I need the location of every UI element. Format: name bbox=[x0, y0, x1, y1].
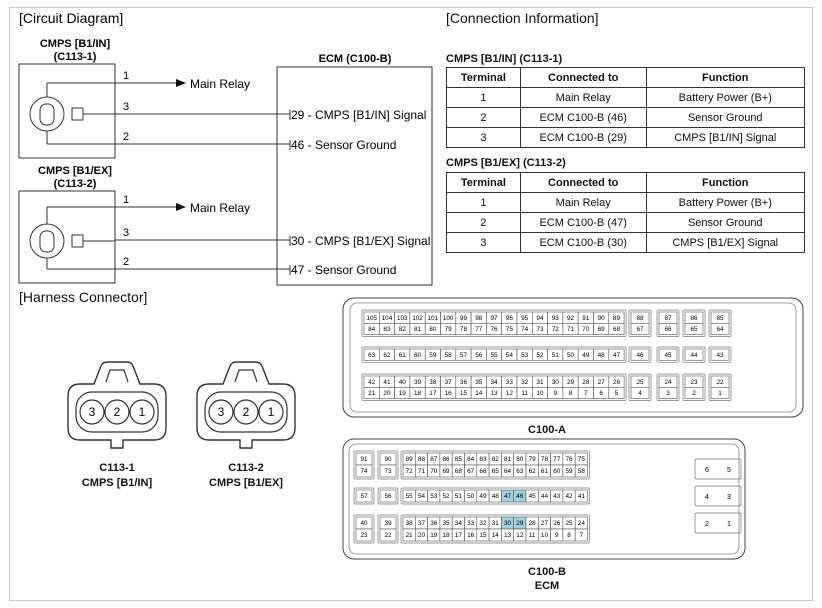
harness-pin bbox=[79, 399, 105, 425]
cell-connected-to: ECM C100-B (46) bbox=[519, 107, 647, 128]
harness-pin-label: 2 bbox=[243, 405, 250, 419]
connector1-name: CMPS [B1/IN] bbox=[81, 477, 153, 489]
s2-pin-2: 2 bbox=[123, 256, 129, 268]
c100b-caption: C100-B ECM bbox=[512, 565, 582, 593]
s2-main-relay-label: Main Relay bbox=[190, 201, 250, 215]
cell-terminal: 1 bbox=[446, 192, 521, 213]
table-row: 2 ECM C100-B (47) Sensor Ground bbox=[446, 212, 806, 233]
cell-function: Battery Power (B+) bbox=[645, 192, 806, 213]
s2-pin-3: 3 bbox=[123, 227, 129, 239]
harness-pin bbox=[129, 399, 155, 425]
cell-connected-to: Main Relay bbox=[519, 87, 647, 108]
connector2-code: C113-2 bbox=[228, 462, 264, 474]
sensor1-symbol bbox=[29, 82, 115, 145]
table1-title: CMPS [B1/IN] (C113-1) bbox=[446, 53, 563, 65]
harness-pin bbox=[104, 399, 130, 425]
s1-signal-label: 29 - CMPS [B1/IN] Signal bbox=[291, 108, 426, 122]
harness-connector-1: 3 2 1 bbox=[67, 361, 167, 449]
harness-pin-label: 3 bbox=[218, 405, 225, 419]
sensor2-name: CMPS [B1/EX] bbox=[38, 165, 112, 177]
col-connected-to: Connected to bbox=[519, 67, 647, 88]
cell-terminal: 3 bbox=[446, 127, 521, 148]
harness-pin bbox=[258, 399, 284, 425]
connector1-caption: C113-1 CMPS [B1/IN] bbox=[62, 461, 172, 491]
s2-ground-label: 47 - Sensor Ground bbox=[291, 263, 396, 277]
sensor1-wires bbox=[115, 79, 291, 150]
cell-terminal: 1 bbox=[446, 87, 521, 108]
col-terminal: Terminal bbox=[446, 172, 521, 193]
table-row: 3 ECM C100-B (30) CMPS [B1/EX] Signal bbox=[446, 232, 806, 253]
harness-connector-2: 3 2 1 bbox=[196, 361, 296, 449]
table-row: 1 Main Relay Battery Power (B+) bbox=[446, 192, 806, 213]
s1-pin-3: 3 bbox=[123, 101, 129, 113]
connection-table-b1-ex: Terminal Connected to Function 1 Main Re… bbox=[446, 172, 806, 253]
table-row: 3 ECM C100-B (29) CMPS [B1/IN] Signal bbox=[446, 127, 806, 148]
c100b-sublabel: ECM bbox=[534, 580, 560, 592]
cell-function: Battery Power (B+) bbox=[645, 87, 806, 108]
cell-function: CMPS [B1/EX] Signal bbox=[645, 232, 806, 253]
harness-pin-label: 1 bbox=[139, 405, 146, 419]
circuit-diagram: [Circuit Diagram] CMPS [B1/IN] (C113-1) … bbox=[18, 10, 433, 286]
sensor1-box bbox=[18, 63, 116, 159]
col-function: Function bbox=[645, 67, 806, 88]
c100b-label: C100-B bbox=[528, 566, 566, 578]
ecm-box bbox=[276, 66, 433, 286]
connector2-name: CMPS [B1/EX] bbox=[209, 477, 283, 489]
cell-connected-to: Main Relay bbox=[519, 192, 647, 213]
sensor2-code: (C113-2) bbox=[54, 178, 97, 190]
harness-connectors: 3 2 1 3 2 1 bbox=[67, 361, 296, 449]
sensor2-wires bbox=[115, 203, 291, 275]
cell-function: Sensor Ground bbox=[645, 212, 806, 233]
s2-signal-label: 30 - CMPS [B1/EX] Signal bbox=[291, 234, 430, 248]
cell-connected-to: ECM C100-B (29) bbox=[519, 127, 647, 148]
cell-connected-to: ECM C100-B (30) bbox=[519, 232, 647, 253]
connector2-caption: C113-2 CMPS [B1/EX] bbox=[191, 461, 301, 491]
sensor2-box bbox=[18, 190, 116, 284]
sensor2-symbol bbox=[29, 206, 115, 270]
table2-title: CMPS [B1/EX] (C113-2) bbox=[446, 157, 566, 169]
c100a-label: C100-A bbox=[528, 424, 566, 436]
cell-terminal: 2 bbox=[446, 107, 521, 128]
page-frame bbox=[9, 7, 813, 601]
sensor1-code: (C113-1) bbox=[54, 51, 97, 63]
s1-main-relay-label: Main Relay bbox=[190, 77, 250, 91]
circuit-title: [Circuit Diagram] bbox=[19, 10, 123, 26]
s1-ground-label: 46 - Sensor Ground bbox=[291, 138, 396, 152]
ecm-title: ECM (C100-B) bbox=[319, 53, 392, 65]
cell-function: CMPS [B1/IN] Signal bbox=[645, 127, 806, 148]
sensor1-name: CMPS [B1/IN] bbox=[40, 38, 111, 50]
harness-pin bbox=[233, 399, 259, 425]
cell-terminal: 3 bbox=[446, 232, 521, 253]
connector1-code: C113-1 bbox=[99, 462, 135, 474]
harness-pin-label: 2 bbox=[114, 405, 121, 419]
s2-pin-1: 1 bbox=[123, 194, 129, 206]
s1-pin-2: 2 bbox=[123, 131, 129, 143]
table-row: 1 Main Relay Battery Power (B+) bbox=[446, 87, 806, 108]
harness-pin bbox=[208, 399, 234, 425]
col-connected-to: Connected to bbox=[519, 172, 647, 193]
s1-pin-1: 1 bbox=[123, 70, 129, 82]
col-terminal: Terminal bbox=[446, 67, 521, 88]
cell-connected-to: ECM C100-B (47) bbox=[519, 212, 647, 233]
col-function: Function bbox=[645, 172, 806, 193]
table-row: 2 ECM C100-B (46) Sensor Ground bbox=[446, 107, 806, 128]
harness-pin-label: 3 bbox=[89, 405, 96, 419]
cell-terminal: 2 bbox=[446, 212, 521, 233]
harness-pin-label: 1 bbox=[268, 405, 275, 419]
harness-title: [Harness Connector] bbox=[19, 289, 148, 305]
connection-title: [Connection Information] bbox=[446, 10, 599, 26]
connection-table-b1-in: Terminal Connected to Function 1 Main Re… bbox=[446, 67, 806, 148]
cell-function: Sensor Ground bbox=[645, 107, 806, 128]
